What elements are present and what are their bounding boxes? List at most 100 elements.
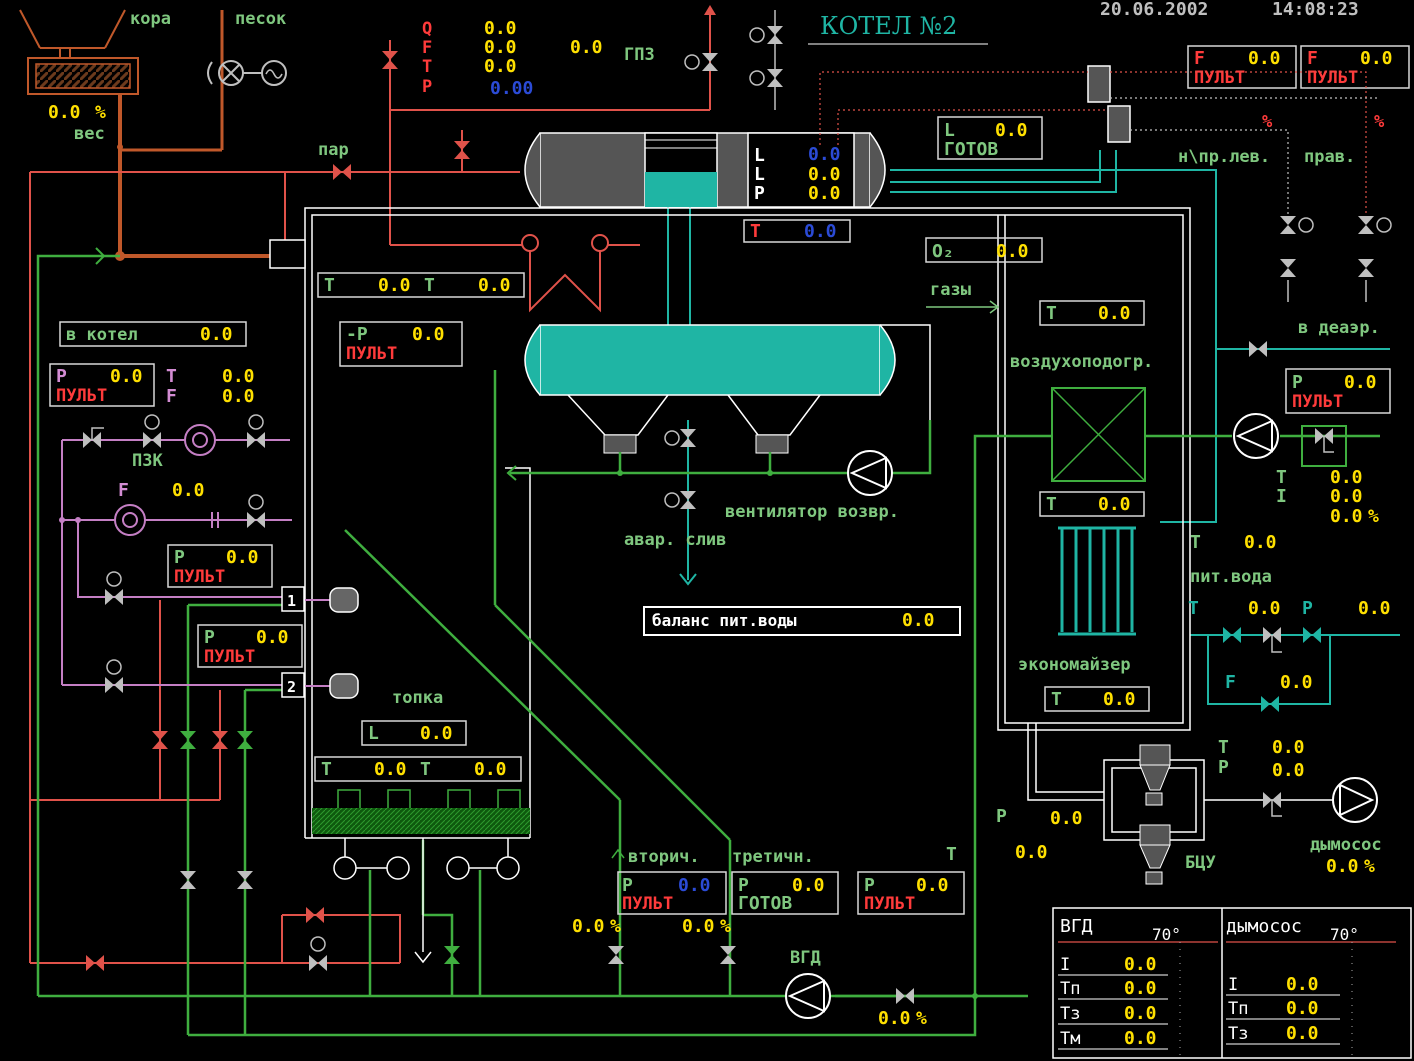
furnace-bottom-t2-label: T: [420, 759, 431, 780]
attemperator-valves[interactable]: [1280, 216, 1392, 302]
air-gate-3-icon[interactable]: [309, 955, 327, 971]
bcu-p-label: P: [1218, 757, 1229, 778]
burner-1-p-label: P: [174, 547, 185, 568]
return-fan-label: вентилятор возвр.: [725, 502, 899, 522]
burner-1[interactable]: 1: [281, 586, 359, 613]
air-heater-label: воздухоподогр.: [1010, 352, 1153, 372]
furnace-bottom-temp-box[interactable]: T 0.0 T 0.0: [314, 756, 522, 782]
feedwater-control-valve-icon[interactable]: [1301, 425, 1347, 467]
pult-top-2-value: 0.0: [1360, 48, 1393, 69]
drain-valve-1-icon[interactable]: [664, 429, 696, 447]
steam-line-valve-icon[interactable]: [86, 955, 104, 971]
burner-pult-2[interactable]: P 0.0 ПУЛЬТ: [197, 624, 303, 668]
o2-value: 0.0: [996, 241, 1029, 262]
air-heater-bottom-temp-box[interactable]: T 0.0: [1039, 491, 1145, 517]
trend-exhauster[interactable]: дымосос 70° I 0.0 Tп 0.0 Tз 0.0: [1226, 916, 1396, 1056]
drum-l1-value: 0.0: [808, 144, 841, 165]
furnace-inlet-box: [269, 239, 306, 269]
burner-2[interactable]: 2: [281, 672, 359, 699]
economizer-temp-box[interactable]: T 0.0: [1044, 686, 1150, 712]
air-valve-green-icon[interactable]: [444, 946, 460, 964]
secondary-air-valve-icon[interactable]: [608, 946, 624, 964]
air-heater-bottom-t-value: 0.0: [1098, 494, 1131, 515]
percent-right-label: %: [1374, 112, 1385, 132]
bcu-p-value: 0.0: [1272, 760, 1305, 781]
air-gate-1-icon[interactable]: [180, 871, 196, 889]
gpz-valve-2-icon[interactable]: [749, 10, 783, 110]
tertiary-air-valve-icon[interactable]: [720, 946, 736, 964]
burner-steam-valve-2-icon[interactable]: [212, 731, 228, 749]
vgd-valve-icon[interactable]: [896, 988, 914, 1004]
drum-temp-box[interactable]: T 0.0: [743, 219, 851, 243]
bcu-t-value: 0.0: [1272, 737, 1305, 758]
burner-pult-1[interactable]: P 0.0 ПУЛЬТ: [167, 544, 273, 588]
furnace-level-box[interactable]: L 0.0: [361, 720, 467, 746]
trend-dym-row1-value: 0.0: [1286, 998, 1319, 1019]
drain-valve-2-icon[interactable]: [664, 491, 696, 509]
vgd-fan-icon[interactable]: [785, 973, 831, 1019]
gas-p-status: ПУЛЬТ: [56, 386, 107, 406]
trend-vgd-row1-label: Tп: [1060, 979, 1080, 999]
economizer-t-value: 0.0: [1103, 689, 1136, 710]
gas-f-label: F: [166, 386, 177, 407]
return-fan-icon[interactable]: [847, 450, 893, 496]
exhauster-fan-icon[interactable]: [1332, 777, 1378, 823]
gas-valves[interactable]: [83, 414, 265, 693]
drum-l2-value: 0.0: [808, 164, 841, 185]
steam-main-valve-icon[interactable]: [333, 164, 351, 180]
deaerator-valve-icon[interactable]: [1249, 341, 1267, 357]
feedwater-label: пит.вода: [1190, 567, 1272, 587]
gpz-valve-1-icon[interactable]: [684, 53, 718, 71]
burner-1-status: ПУЛЬТ: [174, 567, 225, 587]
vacuum-box[interactable]: -P 0.0 ПУЛЬТ: [339, 321, 463, 367]
level-box[interactable]: L 0.0 ГОТОВ: [937, 116, 1043, 160]
weight-unit: %: [95, 102, 106, 123]
trend-dym-row2-value: 0.0: [1286, 1023, 1319, 1044]
gas-p-value: 0.0: [110, 366, 143, 387]
furnace-label: топка: [392, 688, 443, 708]
burner-steam-valve-1-icon[interactable]: [152, 731, 168, 749]
furnace-top-temp-box[interactable]: T 0.0 T 0.0: [317, 272, 525, 298]
vgd-p-label: P: [864, 875, 875, 896]
feedwater-balance-box[interactable]: баланс пит.воды 0.0: [643, 606, 961, 636]
drum-p-label: P: [754, 183, 765, 204]
drum-l1-label: L: [754, 145, 765, 166]
pult-box-top-2[interactable]: F 0.0 ПУЛЬТ: [1300, 45, 1410, 89]
steam-drum: [524, 132, 886, 208]
bcu-left-value: 0.0: [1015, 842, 1048, 863]
vacuum-value: 0.0: [412, 324, 445, 345]
tertiary-p-label: P: [738, 875, 749, 896]
furnace-top-t2-value: 0.0: [478, 275, 511, 296]
tertiary-pct-unit: %: [720, 916, 731, 937]
feedwater-pump-icon[interactable]: [1233, 413, 1279, 459]
air-gate-2-icon[interactable]: [237, 871, 253, 889]
steam-bypass-valve-icon[interactable]: [306, 907, 324, 923]
desuperheater-right-icon: [591, 234, 609, 252]
vgd-status: ПУЛЬТ: [864, 894, 915, 914]
trend-vgd[interactable]: ВГД 70° I 0.0 Tп 0.0 Tз 0.0 Tм 0.0: [1058, 916, 1218, 1056]
pult-top-2-status: ПУЛЬТ: [1307, 68, 1358, 88]
feedwater-line-p-label: P: [1302, 598, 1313, 619]
vgd-pult-box[interactable]: P 0.0 ПУЛЬТ: [857, 871, 965, 915]
vgd-label: ВГД: [790, 948, 821, 968]
vgd-t-label: T: [946, 844, 957, 865]
o2-box[interactable]: O₂ 0.0: [925, 237, 1043, 263]
feedwater-t-label: T: [1276, 467, 1287, 488]
feedwater-valves[interactable]: [1223, 627, 1321, 712]
bark-label: кора: [130, 9, 171, 29]
secondary-air-pult[interactable]: P 0.0 ПУЛЬТ: [617, 871, 727, 915]
furnace-bottom-t1-label: T: [321, 759, 332, 780]
steam-q-value: 0.0: [484, 18, 517, 39]
tertiary-air-pult[interactable]: P 0.0 ГОТОВ: [731, 871, 839, 915]
emergency-drain-label: авар. слив: [624, 530, 726, 550]
pult-box-top-1[interactable]: F 0.0 ПУЛЬТ: [1187, 45, 1297, 89]
burner-air-valve-1-icon[interactable]: [180, 731, 196, 749]
air-heater-top-temp-box[interactable]: T 0.0: [1039, 300, 1145, 326]
trend-dym-row1-label: Tп: [1228, 999, 1248, 1019]
feedwater-pult-box[interactable]: P 0.0 ПУЛЬТ: [1285, 368, 1391, 414]
gas-pult-box[interactable]: P 0.0 ПУЛЬТ: [49, 363, 155, 407]
to-boiler-box[interactable]: в котел 0.0: [59, 321, 247, 347]
burner-air-valve-2-icon[interactable]: [237, 731, 253, 749]
level-value: 0.0: [995, 120, 1028, 141]
secondary-pct-value: 0.0: [572, 916, 605, 937]
